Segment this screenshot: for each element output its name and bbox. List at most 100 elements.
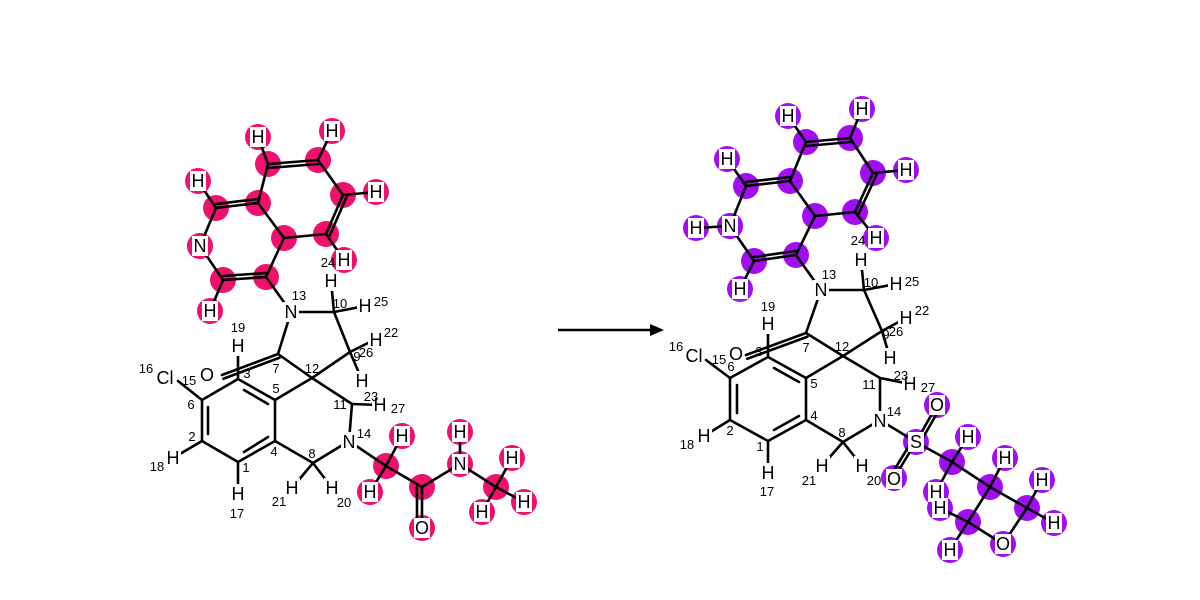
label-bg (190, 171, 206, 191)
bond (704, 358, 732, 380)
atom-number: 21 (802, 473, 816, 488)
label-bg (960, 427, 976, 447)
atom-label: H (816, 456, 829, 476)
label-bg (908, 432, 924, 452)
label-bg (854, 99, 870, 119)
label-bg (942, 540, 958, 560)
nitrogen-13: N (285, 302, 298, 322)
atom-number: 26 (359, 345, 373, 360)
atom-number: 25 (374, 294, 388, 309)
atom-number: 9 (882, 327, 889, 342)
atom-label: H (690, 218, 703, 238)
atom-label: H (934, 498, 947, 518)
label-bg (199, 365, 215, 385)
label-bg (932, 498, 948, 518)
label-bg (868, 228, 884, 248)
atom-number: 10 (333, 296, 347, 311)
atom-number: 13 (292, 288, 306, 303)
quinoline-nitrogen: N (724, 216, 737, 236)
atom-number: 5 (810, 376, 817, 391)
bond (324, 193, 345, 236)
carbonyl-oxygen: O (729, 344, 743, 364)
label-bg (898, 308, 914, 328)
bond (221, 275, 268, 282)
atom-label: H (904, 374, 917, 394)
label-bg (997, 448, 1013, 468)
atom-number: 22 (915, 303, 929, 318)
atom-number: 9 (353, 349, 360, 364)
chlorine: Cl (686, 346, 703, 366)
label-bg (760, 314, 776, 334)
atom-number: 17 (230, 506, 244, 521)
label-bg (888, 274, 904, 294)
bond (744, 175, 791, 184)
bond (766, 355, 808, 380)
label-bg (1046, 513, 1062, 533)
bond (853, 171, 875, 214)
nitrogen-14: N (874, 411, 887, 431)
bond (728, 355, 770, 380)
atom-number: 16 (139, 361, 153, 376)
bond (788, 140, 808, 183)
bond (332, 310, 352, 354)
bond (310, 350, 352, 380)
atom-label: H (698, 426, 711, 446)
atom-label: H (734, 279, 747, 299)
atom-label: H (326, 478, 339, 498)
bond (328, 195, 348, 237)
atom-label: H (232, 336, 245, 356)
reaction-arrow (558, 324, 664, 336)
bond (988, 485, 1029, 510)
bond (264, 236, 286, 279)
atom-number: 6 (187, 397, 194, 412)
atom-label: H (476, 502, 489, 522)
atom-number: 20 (337, 495, 351, 510)
bond (242, 435, 270, 454)
label-bg (250, 127, 266, 147)
atom-number: 8 (838, 425, 845, 440)
atom-number: 27 (921, 380, 935, 395)
atom-number: 13 (822, 267, 836, 282)
bond (746, 335, 809, 361)
atom-label: H (506, 448, 519, 468)
atom-number: 22 (384, 325, 398, 340)
chlorine: Cl (157, 368, 174, 388)
atom-number: 5 (272, 381, 279, 396)
bond (256, 162, 270, 205)
bond (813, 210, 857, 218)
atom-number: 23 (894, 368, 908, 383)
bond (744, 331, 808, 357)
label-bg (284, 478, 300, 498)
atom-number: 20 (867, 473, 881, 488)
label-bg (452, 422, 468, 442)
atom-number: 21 (272, 494, 286, 509)
label-bg (368, 182, 384, 202)
label-bg (928, 482, 944, 502)
atom-label: H (762, 463, 775, 483)
atom-label: H (232, 484, 245, 504)
label-bg (372, 395, 388, 415)
quinoline-nitrogen: N (194, 236, 207, 256)
atom-label: H (325, 271, 338, 291)
atom-label: H (999, 448, 1012, 468)
bond (200, 439, 240, 464)
bond (266, 158, 320, 166)
label-bg (696, 426, 712, 446)
bond (242, 388, 270, 406)
atom-number: 7 (272, 361, 279, 376)
atom-number: 2 (188, 429, 195, 444)
bond (728, 418, 770, 443)
bond (848, 136, 875, 175)
atom-number: 18 (680, 437, 694, 452)
atom-number: 14 (357, 426, 371, 441)
bond (788, 179, 817, 218)
atom-label: H (252, 127, 265, 147)
atom-label: H (870, 228, 883, 248)
bond (267, 162, 320, 170)
label-bg (354, 371, 370, 391)
label-bg (814, 456, 830, 476)
atom-label: H (762, 314, 775, 334)
atom-number: 17 (760, 484, 774, 499)
bond (384, 464, 424, 489)
nitrogen-13: N (815, 280, 828, 300)
